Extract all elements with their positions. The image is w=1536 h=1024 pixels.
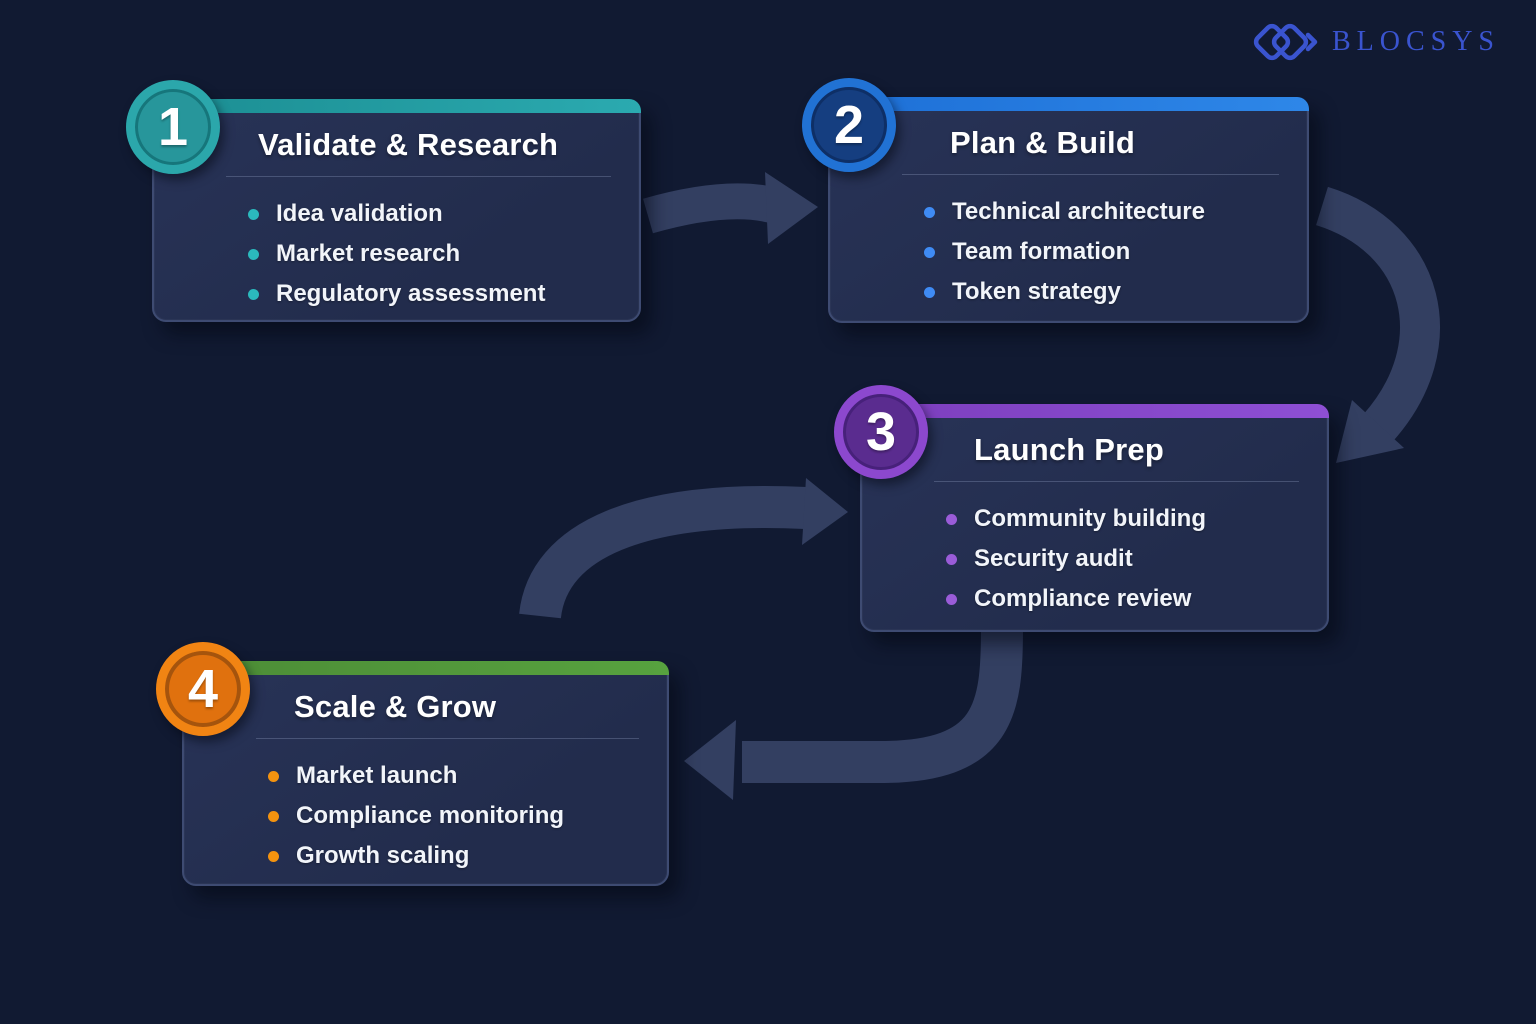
brand-name: BLOCSYS	[1331, 26, 1500, 57]
step-card-scale-grow: 4 Scale & Grow Market launch Compliance …	[156, 642, 669, 886]
list-item: Market launch	[268, 756, 667, 796]
arrow-into-step3-icon	[519, 478, 848, 620]
list-item-label: Token strategy	[952, 278, 1121, 305]
list-item-label: Technical architecture	[952, 198, 1205, 225]
step-item-list: Technical architecture Team formation To…	[830, 192, 1307, 312]
step-item-list: Market launch Compliance monitoring Grow…	[184, 756, 667, 876]
arrow-step1-to-step2-icon	[643, 172, 818, 244]
list-item-label: Growth scaling	[296, 842, 470, 869]
step-title: Scale & Grow	[294, 689, 497, 724]
step-item-list: Community building Security audit Compli…	[862, 499, 1327, 619]
list-item-label: Compliance monitoring	[296, 802, 565, 829]
list-item: Compliance review	[946, 579, 1327, 619]
step-number: 2	[833, 95, 865, 155]
bullet-dot-icon	[248, 288, 259, 300]
bullet-dot-icon	[924, 206, 935, 218]
blocsys-logo-icon	[1253, 23, 1318, 61]
bullet-dot-icon	[946, 593, 957, 605]
list-item-label: Security audit	[974, 545, 1133, 572]
list-item: Team formation	[924, 232, 1307, 272]
bullet-dot-icon	[248, 208, 259, 220]
accent-bar	[828, 97, 1309, 111]
list-item: Compliance monitoring	[268, 796, 667, 836]
list-item: Security audit	[946, 539, 1327, 579]
accent-bar	[860, 404, 1329, 418]
accent-bar	[182, 661, 669, 675]
list-item: Growth scaling	[268, 836, 667, 876]
step-number-badge: 4	[156, 642, 250, 736]
bullet-dot-icon	[268, 770, 279, 782]
list-item-label: Regulatory assessment	[276, 280, 546, 307]
step-number: 4	[187, 659, 219, 719]
step-title: Validate & Research	[258, 127, 559, 162]
bullet-dot-icon	[924, 286, 935, 298]
accent-bar	[152, 99, 641, 113]
step-number: 1	[157, 97, 189, 157]
list-item: Idea validation	[248, 194, 639, 234]
step-number-badge: 3	[834, 385, 928, 479]
bullet-dot-icon	[924, 246, 935, 258]
list-item-label: Idea validation	[276, 200, 443, 227]
arrow-step3-to-step4-icon	[684, 627, 1023, 800]
step-item-list: Idea validation Market research Regulato…	[154, 194, 639, 314]
step-card-validate-research: 1 Validate & Research Idea validation Ma…	[126, 80, 641, 322]
divider	[902, 174, 1279, 175]
list-item-label: Market launch	[296, 762, 458, 789]
list-item: Technical architecture	[924, 192, 1307, 232]
list-item: Token strategy	[924, 272, 1307, 312]
step-card-plan-build: 2 Plan & Build Technical architecture Te…	[802, 78, 1309, 323]
list-item: Market research	[248, 234, 639, 274]
bullet-dot-icon	[248, 248, 259, 260]
list-item-label: Team formation	[952, 238, 1131, 265]
list-item-label: Market research	[276, 240, 461, 267]
list-item-label: Community building	[974, 505, 1206, 532]
list-item: Regulatory assessment	[248, 274, 639, 314]
step-card-launch-prep: 3 Launch Prep Community building Securit…	[834, 385, 1329, 632]
bullet-dot-icon	[268, 810, 279, 822]
arrow-step2-to-step3-icon	[1315, 186, 1440, 463]
step-title: Launch Prep	[974, 432, 1164, 467]
bullet-dot-icon	[268, 850, 279, 862]
step-number-badge: 2	[802, 78, 896, 172]
step-title: Plan & Build	[950, 125, 1135, 160]
bullet-dot-icon	[946, 513, 957, 525]
step-number-badge: 1	[126, 80, 220, 174]
list-item-label: Compliance review	[974, 585, 1192, 612]
divider	[256, 738, 639, 739]
bullet-dot-icon	[946, 553, 957, 565]
step-number: 3	[865, 402, 897, 462]
divider	[226, 176, 611, 177]
brand-logo: BLOCSYS	[1250, 16, 1500, 68]
divider	[934, 481, 1299, 482]
list-item: Community building	[946, 499, 1327, 539]
